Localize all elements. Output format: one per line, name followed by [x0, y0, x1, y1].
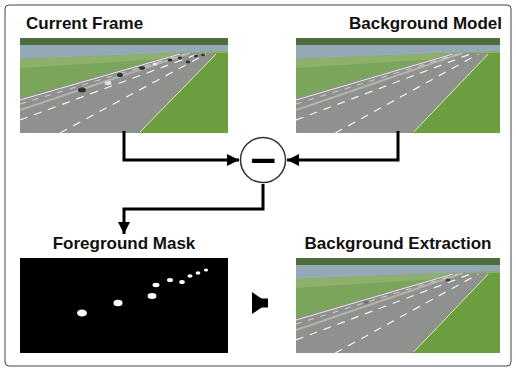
car	[152, 62, 157, 65]
image-area	[18, 256, 230, 351]
road-photo	[296, 38, 500, 133]
car	[201, 54, 205, 56]
blob	[77, 310, 87, 317]
image-panel: Background Model	[294, 14, 502, 131]
blob	[187, 274, 192, 278]
car	[178, 57, 182, 60]
panel-heading: Background Extraction	[288, 234, 508, 256]
image-area	[294, 36, 502, 131]
car	[78, 88, 86, 93]
subtract-operator: −	[239, 136, 287, 184]
image-panel: Current Frame	[18, 14, 230, 131]
blob	[179, 280, 185, 284]
road-photo	[296, 258, 500, 353]
blob	[114, 300, 123, 306]
car	[139, 66, 145, 70]
minus-sign: −	[248, 142, 278, 178]
car	[446, 278, 451, 281]
car	[168, 59, 173, 62]
image-panel: Foreground Mask	[18, 234, 230, 351]
blob	[167, 278, 173, 282]
flow-arrow	[287, 131, 398, 160]
blob	[148, 293, 157, 299]
image-area	[18, 36, 230, 131]
image-panel: Background Extraction	[288, 234, 508, 351]
mask-blobs	[77, 268, 208, 316]
car	[186, 61, 190, 64]
blob	[153, 283, 160, 287]
flow-arrow	[124, 184, 263, 234]
car	[194, 55, 198, 58]
cars	[78, 54, 205, 93]
panel-heading: Current Frame	[18, 14, 230, 36]
road-photo	[20, 38, 228, 133]
image-area	[288, 256, 508, 351]
outer-frame	[5, 5, 511, 366]
car	[117, 73, 123, 77]
panel-heading: Foreground Mask	[18, 234, 230, 256]
flow-arrow	[124, 131, 239, 160]
blob	[204, 268, 208, 271]
blob	[196, 271, 201, 275]
car	[105, 81, 112, 85]
car	[364, 300, 369, 303]
panel-heading: Background Model	[294, 14, 502, 36]
block-arrow	[252, 299, 268, 308]
operator-circle	[241, 138, 286, 183]
mask-ground	[20, 258, 228, 353]
